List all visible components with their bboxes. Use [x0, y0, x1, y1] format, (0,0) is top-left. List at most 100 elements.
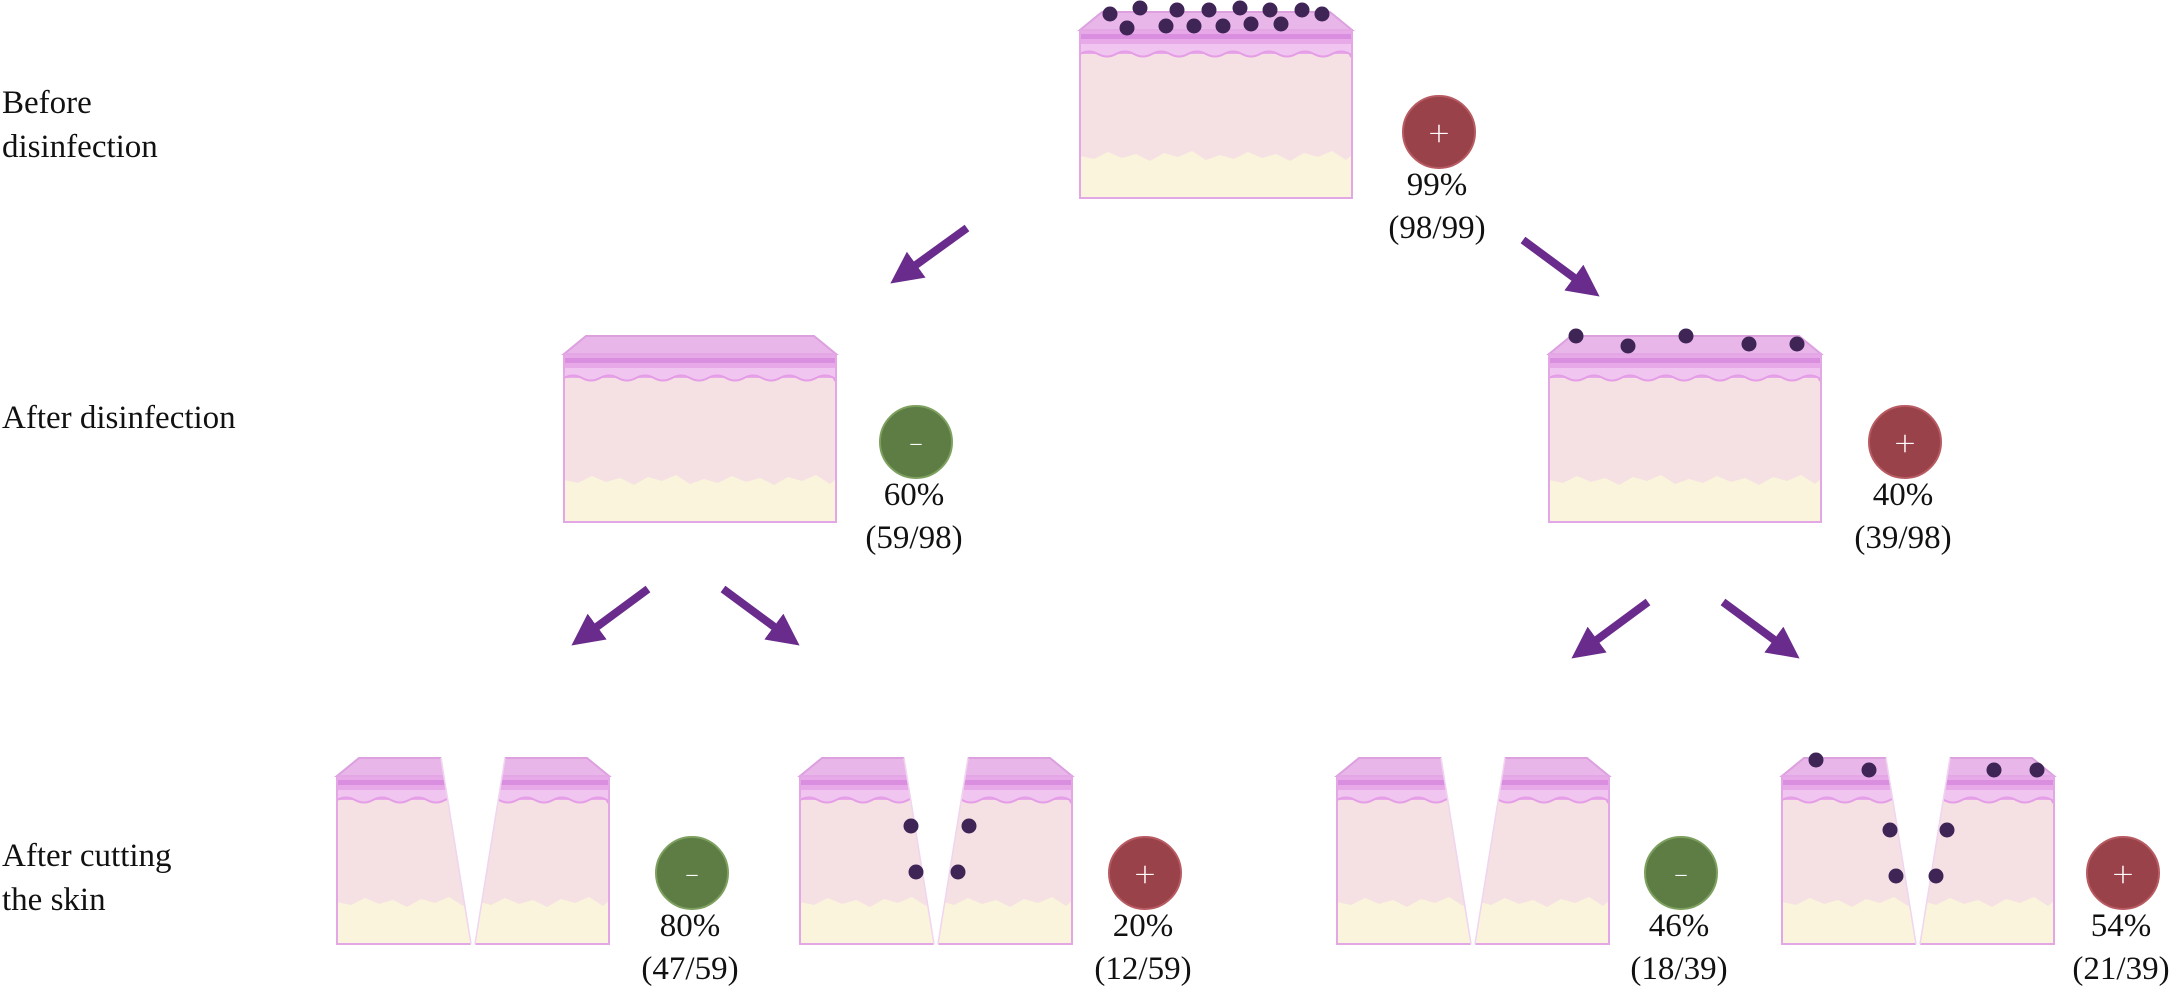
- bacterium: [1789, 336, 1805, 352]
- epidermis-border: [1548, 374, 1822, 382]
- bacterium: [1262, 2, 1278, 18]
- bacterium: [950, 864, 966, 880]
- incision: [1886, 756, 1950, 946]
- bacterium: [1169, 2, 1185, 18]
- fraction-cut-1: (47/59): [641, 951, 739, 987]
- bacterium: [1678, 328, 1694, 344]
- skin-outline: [1079, 29, 1353, 199]
- incision: [1441, 756, 1505, 946]
- epidermis-wave: [1080, 44, 1352, 57]
- negative-badge-disinfection: –: [879, 405, 953, 479]
- skin-outline: [1548, 353, 1822, 523]
- percent-root: 99%: [1406, 167, 1468, 203]
- bacterium: [1861, 762, 1877, 778]
- percent-disinfection-negative: 60%: [883, 477, 945, 513]
- epidermis-wave: [564, 368, 836, 381]
- bacterium: [1102, 6, 1118, 22]
- skin-cut-4: [1779, 752, 2057, 946]
- incision-edge: [903, 757, 969, 945]
- epidermis-wave: [1549, 368, 1821, 381]
- epidermis-cap: [561, 335, 839, 355]
- fat-layer: [1080, 151, 1352, 198]
- bacterium: [1132, 0, 1148, 16]
- skin-after-disinfection-positive: [1546, 328, 1824, 523]
- bacterium: [1215, 18, 1231, 34]
- epidermis-line: [564, 358, 836, 363]
- bacterium: [1232, 0, 1248, 16]
- incision-edge: [1440, 757, 1506, 945]
- bacterium: [1882, 822, 1898, 838]
- positive-badge-root: +: [1402, 95, 1476, 169]
- arrow-root-to-positive: [1520, 236, 1600, 297]
- arrow-root-to-negative: [890, 224, 970, 284]
- bacterium: [908, 864, 924, 880]
- bacterium: [1119, 20, 1135, 36]
- percent-disinfection-positive: 40%: [1872, 477, 1934, 513]
- epidermis-border: [563, 374, 837, 382]
- row-label-after-cutting: After cutting the skin: [2, 838, 172, 918]
- fraction-cut-2: (12/59): [1094, 951, 1192, 987]
- bacterium: [1568, 328, 1584, 344]
- positive-badge-cut-2: +: [1108, 836, 1182, 910]
- result-cut-2: 20% (12/59): [1058, 905, 1228, 991]
- epidermis-line: [1549, 358, 1821, 363]
- fraction-root: (98/99): [1388, 210, 1486, 246]
- bacterium: [1986, 762, 2002, 778]
- epidermis-border: [1079, 50, 1353, 58]
- fat-layer: [564, 475, 836, 522]
- incision-edge: [1885, 757, 1951, 945]
- positive-badge-disinfection: +: [1868, 405, 1942, 479]
- result-disinfection-positive: 40% (39/98): [1818, 474, 1988, 560]
- bacterium: [1939, 822, 1955, 838]
- bacterium: [961, 818, 977, 834]
- bacterium: [1888, 868, 1904, 884]
- negative-badge-cut-1: –: [655, 836, 729, 910]
- percent-cut-4: 54%: [2090, 908, 2152, 944]
- skin-outline: [563, 353, 837, 523]
- row-label-after-disinfection: After disinfection: [2, 400, 236, 436]
- percent-cut-1: 80%: [659, 908, 721, 944]
- fraction-disinfection-positive: (39/98): [1854, 520, 1952, 556]
- percent-cut-2: 20%: [1112, 908, 1174, 944]
- bacterium: [1741, 336, 1757, 352]
- percent-cut-3: 46%: [1648, 908, 1710, 944]
- fraction-cut-3: (18/39): [1630, 951, 1728, 987]
- skin-cut-1: [334, 756, 612, 946]
- bacterium: [1158, 18, 1174, 34]
- incision: [904, 756, 968, 946]
- bacterium: [1808, 752, 1824, 768]
- result-cut-1: 80% (47/59): [605, 905, 775, 991]
- result-cut-3: 46% (18/39): [1594, 905, 1764, 991]
- result-root: 99% (98/99): [1352, 164, 1522, 250]
- fraction-disinfection-negative: (59/98): [865, 520, 963, 556]
- arrow-positive-to-neg: [1571, 598, 1651, 659]
- bacterium: [1620, 338, 1636, 354]
- bacterium: [903, 818, 919, 834]
- result-disinfection-negative: 60% (59/98): [829, 474, 999, 560]
- arrow-negative-to-pos: [720, 585, 800, 646]
- bacterium: [1273, 16, 1289, 32]
- skin-cut-2: [797, 756, 1075, 946]
- skin-before-disinfection: [1077, 0, 1355, 199]
- arrow-positive-to-pos: [1720, 598, 1800, 659]
- bacterium: [1314, 6, 1330, 22]
- skin-cut-3: [1334, 756, 1612, 946]
- bacterium: [1928, 868, 1944, 884]
- fat-layer: [1549, 475, 1821, 522]
- arrow-negative-to-neg: [571, 585, 651, 646]
- skin-after-disinfection-negative: [561, 335, 839, 523]
- fraction-cut-4: (21/39): [2072, 951, 2170, 987]
- positive-badge-cut-4: +: [2086, 836, 2160, 910]
- bacterium: [1186, 18, 1202, 34]
- row-label-before: Before disinfection: [2, 85, 158, 165]
- negative-badge-cut-3: –: [1644, 836, 1718, 910]
- incision: [441, 756, 505, 946]
- bacterium: [2029, 762, 2045, 778]
- bacterium: [1294, 2, 1310, 18]
- bacterium: [1201, 2, 1217, 18]
- bacterium: [1243, 16, 1259, 32]
- incision-edge: [440, 757, 506, 945]
- epidermis-line: [1080, 34, 1352, 39]
- result-cut-4: 54% (21/39): [2036, 905, 2181, 991]
